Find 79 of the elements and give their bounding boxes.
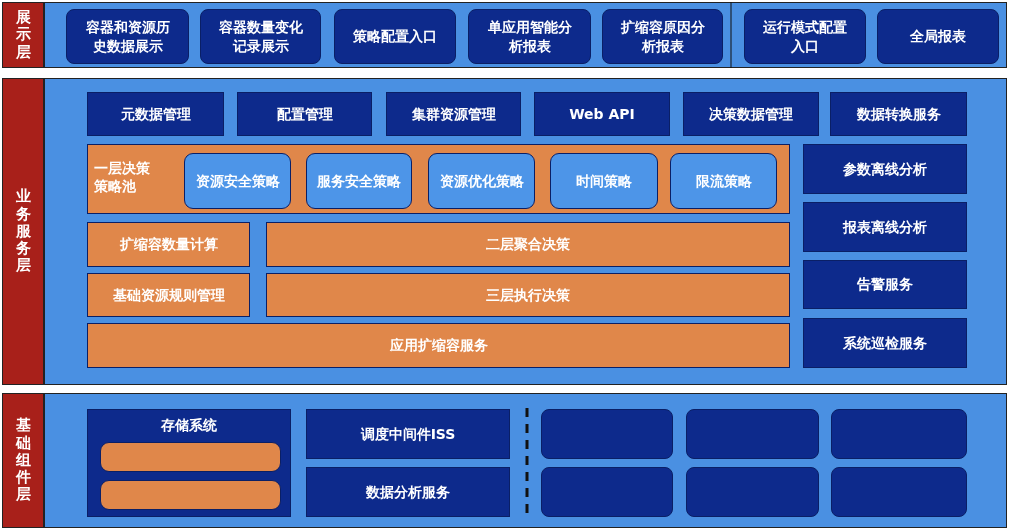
module-box bbox=[803, 260, 967, 309]
module-label: 应用扩缩容服务 bbox=[389, 336, 488, 355]
module-label: 扩缩容原因分析报表 bbox=[619, 18, 706, 55]
module-label: 资源安全策略 bbox=[195, 171, 280, 191]
module-label: 容器数量变化记录展示 bbox=[217, 18, 304, 55]
module-label: 扩缩容数量计算 bbox=[119, 235, 218, 254]
module-label: 全局报表 bbox=[910, 27, 966, 46]
module-box bbox=[87, 222, 250, 267]
strategy-pool-panel bbox=[87, 144, 790, 214]
module-label: 策略配置入口 bbox=[353, 27, 437, 46]
module-box bbox=[306, 409, 510, 459]
strategy-box bbox=[428, 153, 535, 209]
module-box bbox=[266, 222, 790, 267]
module-label: 运行模式配置入口 bbox=[762, 18, 848, 55]
layer-title: 业务服务层 bbox=[15, 188, 31, 275]
module-label: 告警服务 bbox=[857, 275, 913, 294]
module-box bbox=[830, 92, 967, 136]
module-label: 单应用智能分析报表 bbox=[486, 18, 573, 55]
module-box bbox=[266, 273, 790, 317]
storage-panel bbox=[87, 409, 291, 517]
component-box bbox=[541, 467, 673, 517]
module-label: 资源优化策略 bbox=[439, 171, 524, 191]
module-label: 决策数据管理 bbox=[709, 104, 793, 124]
storage-item-box bbox=[100, 442, 281, 472]
module-box bbox=[803, 202, 967, 252]
module-label: 调度中间件ISS bbox=[360, 424, 456, 444]
module-label: 参数离线分析 bbox=[843, 159, 927, 179]
module-box bbox=[683, 92, 819, 136]
panel-heading: 一层决策策略池 bbox=[94, 159, 151, 196]
module-box bbox=[200, 9, 321, 64]
module-label: Web API bbox=[569, 104, 635, 124]
strategy-box bbox=[670, 153, 777, 209]
module-box bbox=[468, 9, 591, 64]
module-box bbox=[602, 9, 723, 64]
component-box bbox=[831, 467, 967, 517]
module-label: 三层执行决策 bbox=[486, 285, 570, 305]
module-label: 集群资源管理 bbox=[411, 104, 496, 124]
module-box bbox=[386, 92, 521, 136]
layer-panel bbox=[44, 78, 1007, 385]
module-box bbox=[534, 92, 670, 136]
layer-label bbox=[2, 78, 44, 385]
module-label: 时间策略 bbox=[576, 171, 632, 191]
module-label: 数据分析服务 bbox=[366, 482, 450, 502]
module-label: 容器和资源历史数据展示 bbox=[84, 18, 171, 55]
module-box bbox=[306, 467, 510, 517]
module-box bbox=[87, 273, 250, 317]
layer-label bbox=[2, 2, 44, 68]
component-box bbox=[686, 409, 819, 459]
module-box bbox=[744, 9, 866, 64]
component-box bbox=[686, 467, 819, 517]
strategy-box bbox=[306, 153, 412, 209]
module-box bbox=[87, 323, 790, 368]
module-label: 数据转换服务 bbox=[856, 104, 941, 124]
strategy-box bbox=[184, 153, 291, 209]
component-box bbox=[831, 409, 967, 459]
panel-heading: 存储系统 bbox=[160, 416, 218, 435]
module-box bbox=[877, 9, 999, 64]
module-label: 服务安全策略 bbox=[317, 171, 401, 191]
module-label: 二层聚合决策 bbox=[486, 235, 570, 254]
layer-title: 基础组件层 bbox=[15, 417, 31, 504]
layer-panel bbox=[44, 393, 1007, 528]
module-box bbox=[87, 92, 224, 136]
layer-label bbox=[2, 393, 44, 528]
module-box bbox=[334, 9, 456, 64]
module-box bbox=[66, 9, 189, 64]
module-box bbox=[803, 318, 967, 368]
component-box bbox=[541, 409, 673, 459]
module-label: 报表离线分析 bbox=[843, 217, 927, 237]
module-label: 元数据管理 bbox=[120, 104, 191, 124]
module-label: 限流策略 bbox=[695, 171, 752, 191]
layer-title: 展示层 bbox=[15, 9, 31, 61]
module-label: 系统巡检服务 bbox=[843, 333, 927, 353]
module-label: 配置管理 bbox=[276, 104, 333, 124]
module-box bbox=[803, 144, 967, 194]
storage-item-box bbox=[100, 480, 281, 510]
layer-panel bbox=[44, 2, 1007, 68]
module-box bbox=[237, 92, 372, 136]
strategy-box bbox=[550, 153, 658, 209]
module-label: 基础资源规则管理 bbox=[112, 285, 225, 305]
